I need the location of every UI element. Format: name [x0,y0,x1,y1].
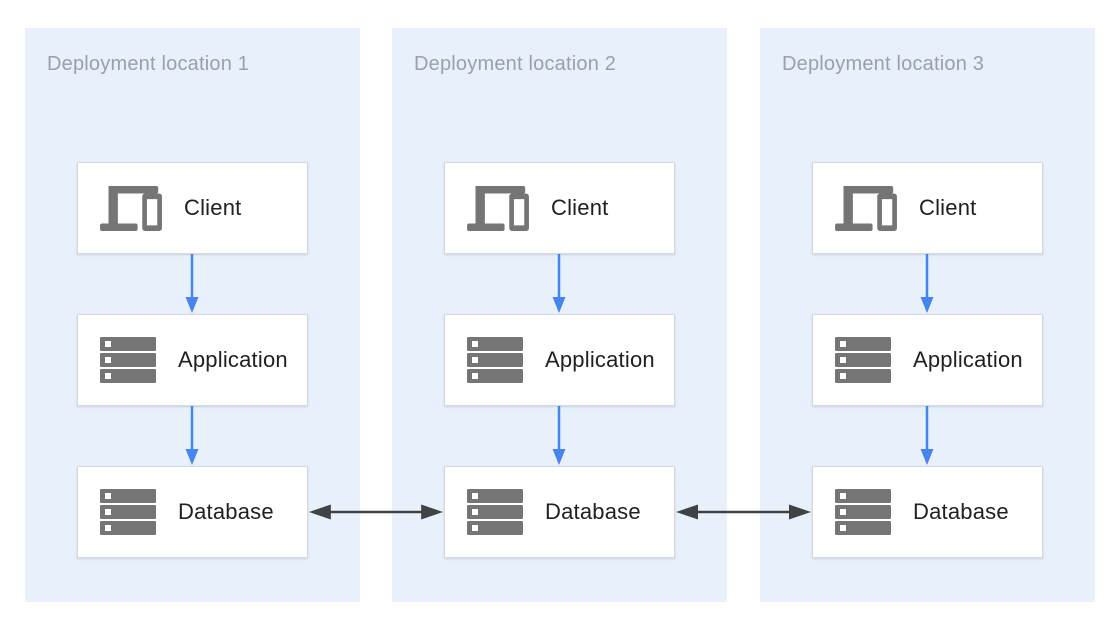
node-label: Client [551,195,609,220]
flow-arrow-down-icon [552,254,566,313]
database-node: Database [812,466,1043,558]
database-node: Database [444,466,675,558]
client-node: Client [812,162,1043,254]
client-devices-icon [467,185,529,231]
deployment-location-2-panel: Deployment location 2 Client [392,28,727,602]
database-node: Database [77,466,308,558]
client-devices-icon [835,185,897,231]
server-stack-icon [835,489,891,535]
panel-title: Deployment location 2 [414,53,617,75]
panel-title: Deployment location 3 [782,53,985,75]
flow-arrow-down-icon [920,254,934,313]
database-replication-arrow-icon [676,504,811,520]
application-node: Application [444,314,675,406]
node-label: Database [545,499,641,524]
node-label: Application [913,347,1023,372]
client-node: Client [77,162,308,254]
database-replication-arrow-icon [308,504,444,520]
flow-arrow-down-icon [185,254,199,313]
client-node: Client [444,162,675,254]
server-stack-icon [467,337,523,383]
node-label: Client [184,195,242,220]
deployment-location-3-panel: Deployment location 3 Client [760,28,1095,602]
node-label: Application [178,347,288,372]
server-stack-icon [467,489,523,535]
node-label: Client [919,195,977,220]
server-stack-icon [100,489,156,535]
deployment-location-1-panel: Deployment location 1 Client [25,28,360,602]
server-stack-icon [100,337,156,383]
application-node: Application [77,314,308,406]
client-devices-icon [100,185,162,231]
node-label: Database [178,499,274,524]
panel-title: Deployment location 1 [47,53,250,75]
flow-arrow-down-icon [920,406,934,465]
node-label: Application [545,347,655,372]
flow-arrow-down-icon [552,406,566,465]
flow-arrow-down-icon [185,406,199,465]
server-stack-icon [835,337,891,383]
node-label: Database [913,499,1009,524]
application-node: Application [812,314,1043,406]
